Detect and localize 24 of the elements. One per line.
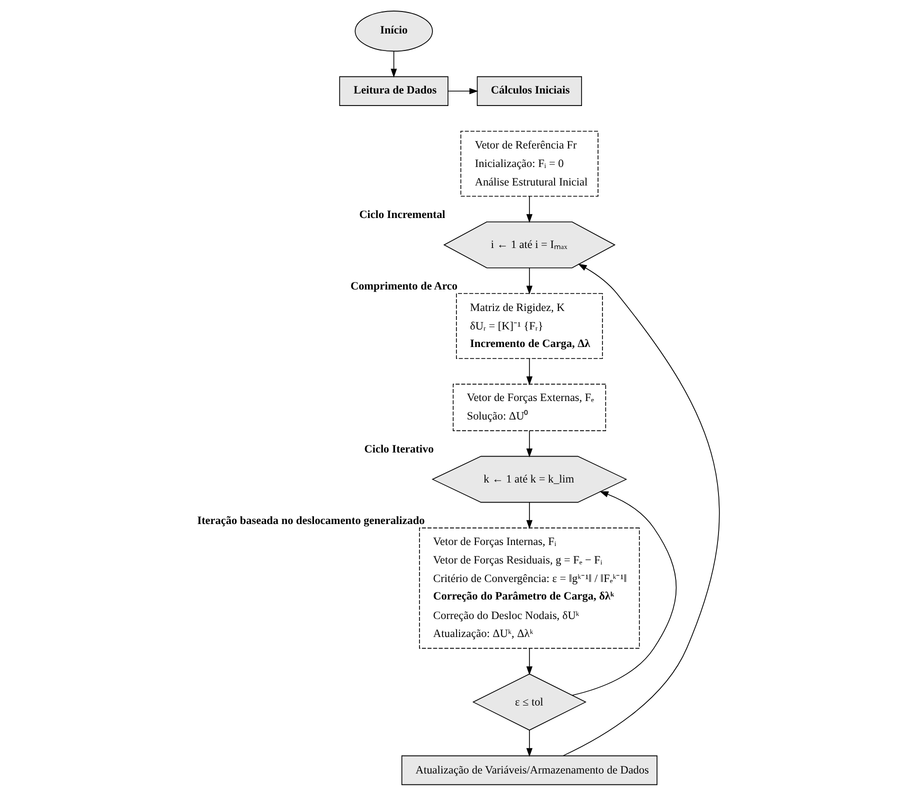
- arrow: [526, 648, 533, 676]
- node-label: Iteração baseada no deslocamento generalizado: [197, 515, 425, 528]
- node-box: Leitura de Dados: [339, 76, 448, 106]
- arrow: [526, 730, 533, 757]
- node-box: Vetor de Forças Internas, Fᵢ Vetor de Forças Residuais, g = Fₑ − Fᵢ Critério de Convergência: ε = ‖gᵏ⁻¹‖ / ‖Fₑᵏ⁻¹‖ Correção do Parâmetro de Carga, δλᵏ Correção do Desloc Nodais, δUᵏ Atualização: ΔUᵏ, Δλᵏ: [419, 528, 640, 649]
- arrow: [526, 196, 533, 223]
- node-label: Ciclo Iterativo: [364, 444, 434, 456]
- arrow: [526, 502, 533, 529]
- node-box: Matriz de Rigidez, K δUᵣ = [K]⁻¹ {Fᵣ} Incremento de Carga, Δλ: [456, 293, 603, 359]
- node-box: Vetor de Referência Fr Inicialização: Fᵢ = 0 Análise Estrutural Inicial: [460, 130, 598, 197]
- arrow: [526, 267, 533, 295]
- node-diamond: ε ≤ tol: [472, 674, 586, 731]
- arrow: [572, 491, 677, 696]
- node-box: Cálculos Iniciais: [476, 76, 582, 106]
- arrow: [390, 50, 397, 78]
- arrow: [448, 88, 478, 94]
- node-label: Ciclo Incremental: [359, 209, 446, 222]
- arrow: [526, 358, 533, 386]
- arrow: [562, 264, 720, 756]
- node-box: Vetor de Forças Externas, Fₑ Solução: ΔU⁰: [452, 384, 606, 432]
- node-box: Atualização de Variáveis/Armazenamento de Dados: [401, 755, 658, 786]
- node-ellipse: Início: [354, 10, 433, 52]
- node-label: Comprimento de Arco: [350, 280, 458, 293]
- arrow: [526, 430, 533, 458]
